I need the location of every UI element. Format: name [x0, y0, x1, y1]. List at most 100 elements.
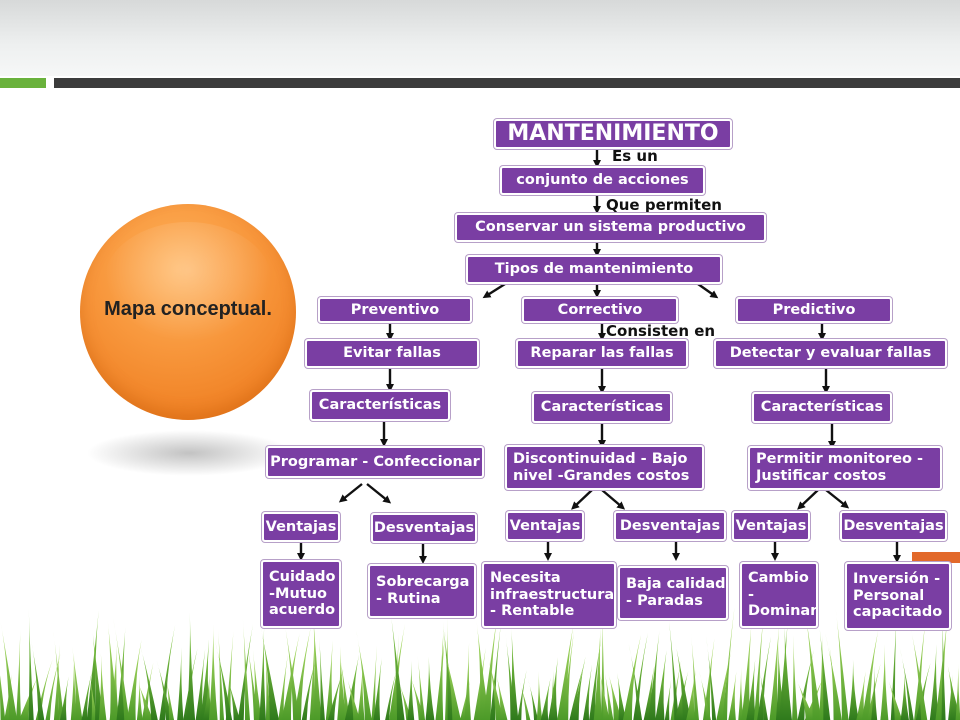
grass-blade	[0, 675, 6, 720]
circle-shadow	[86, 430, 292, 476]
node-preventivo: Preventivo	[318, 297, 472, 323]
grass-blade	[741, 622, 752, 720]
grass-blade	[582, 664, 593, 720]
grass-blade	[753, 610, 765, 720]
node-caracteristicas-predictivo: Características	[752, 392, 892, 423]
grass-blade	[371, 645, 378, 720]
orange-circle	[80, 204, 296, 420]
grass-blade	[357, 661, 365, 720]
grass-blade	[607, 672, 622, 720]
node-correctivo: Correctivo	[522, 297, 678, 323]
grass-blade	[757, 636, 772, 720]
grass-blade	[136, 676, 143, 720]
grass-blade	[929, 644, 939, 720]
accent-bar-dark	[54, 78, 960, 88]
grass-blade	[622, 634, 642, 720]
grass-blade	[856, 671, 866, 720]
grass-blade	[955, 663, 960, 720]
grass-blade	[30, 638, 45, 720]
grass-blade	[705, 635, 717, 720]
grass-blade	[775, 642, 785, 720]
grass-blade	[301, 655, 317, 720]
grass-blade	[60, 676, 69, 720]
grass-blade	[344, 653, 360, 720]
grass-blade	[28, 608, 34, 720]
arrow	[338, 483, 363, 503]
grass-blade	[112, 617, 130, 720]
grass-blade	[278, 654, 288, 720]
grass-blade	[126, 639, 142, 720]
grass-blade	[664, 679, 672, 720]
grass-blade	[136, 679, 154, 720]
grass-blade	[674, 671, 689, 720]
node-mantenimiento: MANTENIMIENTO	[494, 119, 732, 149]
grass-blade	[746, 659, 756, 720]
grass-blade	[589, 637, 602, 720]
grass-blade	[19, 676, 38, 720]
grass-blade	[208, 623, 218, 720]
grass-blade	[779, 617, 789, 720]
grass-blade	[909, 623, 928, 720]
grass-blade	[496, 673, 508, 720]
node-desventajas-preventivo: Desventajas	[371, 513, 477, 543]
grass-blade	[648, 630, 660, 720]
node-desventajas-correctivo: Desventajas	[614, 511, 726, 541]
node-ventajas-correctivo: Ventajas	[506, 511, 584, 541]
grass-blade	[397, 678, 412, 720]
grass-blade	[690, 633, 699, 720]
arrow	[571, 489, 593, 510]
grass-blade	[107, 620, 120, 720]
link-que-permiten: Que permiten	[606, 196, 722, 214]
grass-blade	[487, 654, 504, 720]
grass-blade	[442, 621, 456, 720]
accent-bar-orange	[912, 552, 960, 563]
grass-blade	[848, 659, 859, 720]
grass-blade	[390, 608, 405, 720]
arrow	[825, 489, 850, 509]
grass-blade	[177, 647, 184, 720]
grass-blade	[70, 655, 78, 720]
grass-blade	[674, 639, 691, 720]
node-evitar-fallas: Evitar fallas	[305, 339, 479, 368]
node-conservar: Conservar un sistema productivo	[455, 213, 766, 242]
grass-blade	[385, 667, 398, 720]
grass-blade	[346, 676, 361, 720]
grass-blade	[435, 629, 446, 720]
grass-blade	[797, 649, 815, 720]
grass-blade	[425, 656, 435, 720]
grass-blade	[81, 670, 93, 720]
circle-highlight	[104, 222, 272, 342]
grass-blade	[540, 677, 551, 720]
node-desventajas-predictivo: Desventajas	[840, 511, 947, 541]
grass-blade	[482, 612, 498, 720]
grass-blade	[187, 612, 196, 720]
grass-blade	[604, 668, 614, 720]
grass-blade	[72, 646, 83, 720]
grass-blade	[818, 622, 831, 720]
grass-blade	[782, 621, 792, 720]
grass-blade	[325, 640, 333, 720]
node-caracteristicas-preventivo: Características	[310, 390, 450, 421]
grass-blade	[437, 621, 444, 720]
grass-blade	[156, 659, 173, 720]
arrow	[601, 489, 626, 510]
grass-blade	[738, 667, 744, 720]
grass-blade	[935, 613, 948, 720]
node-discontinuidad: Discontinuidad - Bajo nivel -Grandes cos…	[505, 445, 704, 490]
grass-blade	[557, 622, 574, 720]
node-ventajas-predictivo: Ventajas	[732, 511, 810, 541]
node-reparar-fallas: Reparar las fallas	[516, 339, 688, 368]
grass-blade	[518, 679, 531, 720]
grass-blade	[536, 671, 543, 720]
grass-blade	[698, 670, 711, 720]
grass-blade	[373, 657, 382, 720]
grass-blade	[0, 621, 18, 720]
grass-blade	[283, 619, 300, 720]
arrow	[797, 489, 819, 510]
grass-blade	[337, 646, 347, 720]
grass-blade	[686, 669, 696, 720]
grass-blade	[722, 607, 735, 720]
grass-decoration	[0, 605, 960, 720]
grass-blade	[464, 642, 471, 720]
